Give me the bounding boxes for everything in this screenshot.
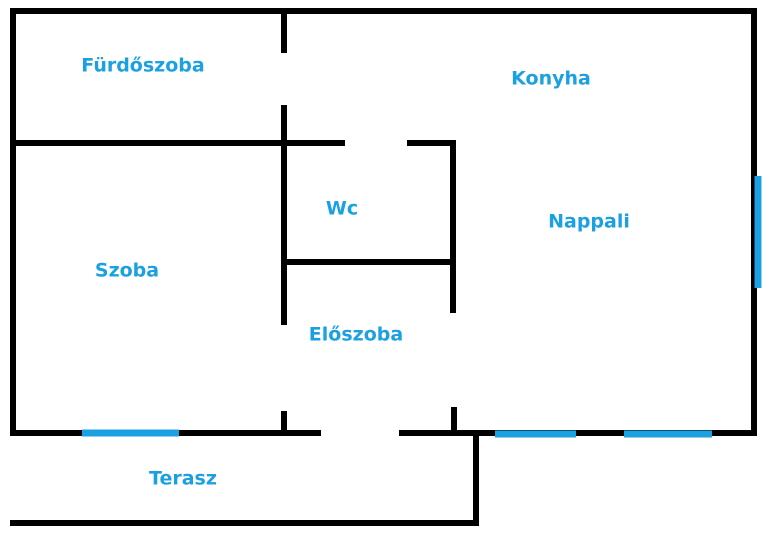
windows [82, 176, 762, 438]
room-labels: Fürdőszoba Konyha Wc Nappali Szoba Elősz… [81, 55, 630, 490]
room-label-eloszoba: Előszoba [309, 324, 403, 346]
outer-walls [10, 8, 757, 436]
room-label-furdoszoba: Fürdőszoba [81, 55, 204, 77]
room-label-konyha: Konyha [511, 68, 591, 90]
room-label-szoba: Szoba [95, 260, 159, 282]
room-label-terasz: Terasz [149, 468, 217, 490]
room-label-wc: Wc [326, 198, 358, 220]
interior-walls [10, 8, 457, 436]
terrace-walls [10, 430, 757, 526]
room-label-nappali: Nappali [548, 211, 630, 233]
